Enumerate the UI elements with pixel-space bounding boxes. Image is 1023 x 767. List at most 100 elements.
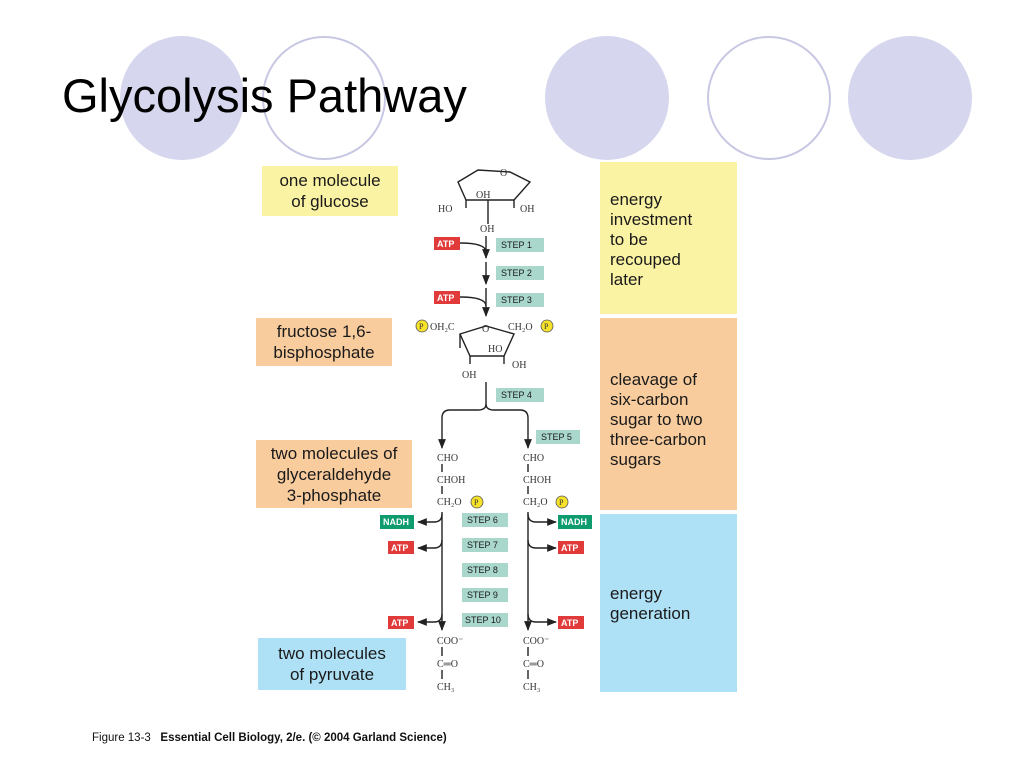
atp-label: ATP xyxy=(391,543,408,553)
step-9-box: STEP 9 xyxy=(462,588,508,602)
panel-line: six-carbon xyxy=(610,390,689,409)
nadh-label: NADH xyxy=(383,517,409,527)
pyruvate-label-line: two molecules xyxy=(278,644,386,663)
step-10-label: STEP 10 xyxy=(465,615,501,625)
panel-line: energy xyxy=(610,190,662,209)
step-3-box: STEP 3 xyxy=(496,293,544,307)
panel-line: cleavage of xyxy=(610,370,697,389)
g3p-cho: CHO xyxy=(523,453,544,464)
step-3-label: STEP 3 xyxy=(501,295,532,305)
atp-label: ATP xyxy=(561,618,578,628)
g3p-choh: CHOH xyxy=(523,475,551,486)
g3p-cho: CHO xyxy=(437,453,458,464)
step-8-label: STEP 8 xyxy=(467,565,498,575)
phosphate-label: P xyxy=(544,322,549,331)
slide-title: Glycolysis Pathway xyxy=(62,69,467,122)
fructose-oh-right: OH xyxy=(512,360,526,371)
g3p-label-line: two molecules of xyxy=(270,443,398,463)
fructose-label-line: bisphosphate xyxy=(273,343,375,362)
step-6-box: STEP 6 xyxy=(462,513,508,527)
glucose-oh-bottom: OH xyxy=(480,224,494,235)
pyruvate-label: two molecules of pyruvate xyxy=(258,638,406,690)
phosphate-label: P xyxy=(474,498,479,507)
figure-source: Essential Cell Biology, 2/e. (© 2004 Gar… xyxy=(160,732,447,744)
step-5-box: STEP 5 xyxy=(536,430,580,444)
g3p-ch2o: CH₂O xyxy=(437,497,462,508)
decorative-ring xyxy=(707,36,831,160)
energy-investment-panel: energy investment to be recouped later xyxy=(600,162,737,314)
g3p-structure-left: CHO CHOH CH₂O P xyxy=(437,453,484,509)
cleavage-panel: cleavage of six-carbon sugar to two thre… xyxy=(600,318,737,510)
g3p-label: two molecules of glyceraldehyde 3-phosph… xyxy=(256,440,412,508)
atp-label: ATP xyxy=(437,293,454,303)
nadh-label: NADH xyxy=(561,517,587,527)
pyruvate-coo: COO⁻ xyxy=(437,636,463,647)
nadh-output-tag: NADH xyxy=(558,515,592,529)
g3p-ch2o: CH₂O xyxy=(523,497,548,508)
step-1-box: STEP 1 xyxy=(496,238,544,252)
atp-label: ATP xyxy=(391,618,408,628)
panel-line: energy xyxy=(610,584,662,603)
atp-input-tag: ATP xyxy=(434,237,460,250)
g3p-structure-right: CHO CHOH CH₂O P xyxy=(523,453,569,509)
fructose-right-group: CH₂O xyxy=(508,322,533,333)
step-1-label: STEP 1 xyxy=(501,240,532,250)
panel-line: generation xyxy=(610,604,691,623)
pyruvate-coo: COO⁻ xyxy=(523,636,549,647)
panel-line: later xyxy=(610,270,644,289)
decorative-circle xyxy=(120,36,244,160)
step-2-box: STEP 2 xyxy=(496,266,544,280)
energy-generation-panel: energy generation xyxy=(600,514,737,692)
step-5-label: STEP 5 xyxy=(541,432,572,442)
pyruvate-co: C═O xyxy=(523,659,544,670)
fructose-ring-oxygen: O xyxy=(482,324,489,335)
step-7-box: STEP 7 xyxy=(462,538,508,552)
glucose-label-line: one molecule xyxy=(279,171,381,190)
panel-line: to be xyxy=(610,230,648,249)
atp-label: ATP xyxy=(437,239,454,249)
phosphate-label: P xyxy=(419,322,424,331)
pyruvate-structure-right: COO⁻ C═O CH₃ xyxy=(523,636,549,693)
step-7-label: STEP 7 xyxy=(467,540,498,550)
panel-line: investment xyxy=(610,210,693,229)
panel-line: sugars xyxy=(610,450,662,469)
decorative-circle xyxy=(545,36,669,160)
fructose-ho: HO xyxy=(488,344,502,355)
pyruvate-label-line: of pyruvate xyxy=(289,665,375,684)
glucose-oh-top: OH xyxy=(476,190,490,201)
atp-input-tag: ATP xyxy=(434,291,460,304)
fructose-left-group: OH₂C xyxy=(430,322,455,333)
panel-line: recouped xyxy=(610,250,681,269)
figure-caption: Figure 13-3 Essential Cell Biology, 2/e.… xyxy=(92,732,447,744)
glucose-label: one molecule of glucose xyxy=(262,166,398,216)
step-2-label: STEP 2 xyxy=(501,268,532,278)
glucose-label-line: of glucose xyxy=(291,192,369,211)
g3p-label-line: glyceraldehyde xyxy=(276,464,392,484)
pyruvate-co: C═O xyxy=(437,659,458,670)
decorative-ring xyxy=(262,36,386,160)
phosphate-label: P xyxy=(559,498,564,507)
atp-output-tag: ATP xyxy=(558,616,584,629)
panel-line: three-carbon xyxy=(610,430,707,449)
fructose-label-line: fructose 1,6- xyxy=(276,322,372,341)
step-6-label: STEP 6 xyxy=(467,515,498,525)
fructose-label: fructose 1,6- bisphosphate xyxy=(256,318,392,366)
atp-label: ATP xyxy=(561,543,578,553)
step-10-box: STEP 10 xyxy=(462,613,508,627)
step-4-box: STEP 4 xyxy=(496,388,544,402)
pyruvate-ch3: CH₃ xyxy=(523,682,540,693)
pyruvate-ch3: CH₃ xyxy=(437,682,454,693)
step-9-label: STEP 9 xyxy=(467,590,498,600)
glucose-ho-left: HO xyxy=(438,204,452,215)
fructose-structure: P OH₂C CH₂O P O HO OH OH xyxy=(415,319,554,381)
glucose-ring-oxygen: O xyxy=(500,168,507,179)
glucose-structure: O OH HO OH OH xyxy=(438,168,534,235)
atp-output-tag: ATP xyxy=(388,616,414,629)
decorative-circle xyxy=(848,36,972,160)
nadh-output-tag: NADH xyxy=(380,515,414,529)
figure-number: Figure 13-3 xyxy=(92,732,151,744)
pyruvate-structure-left: COO⁻ C═O CH₃ xyxy=(437,636,463,693)
panel-line: sugar to two xyxy=(610,410,703,429)
g3p-label-line: 3-phosphate xyxy=(286,485,382,505)
